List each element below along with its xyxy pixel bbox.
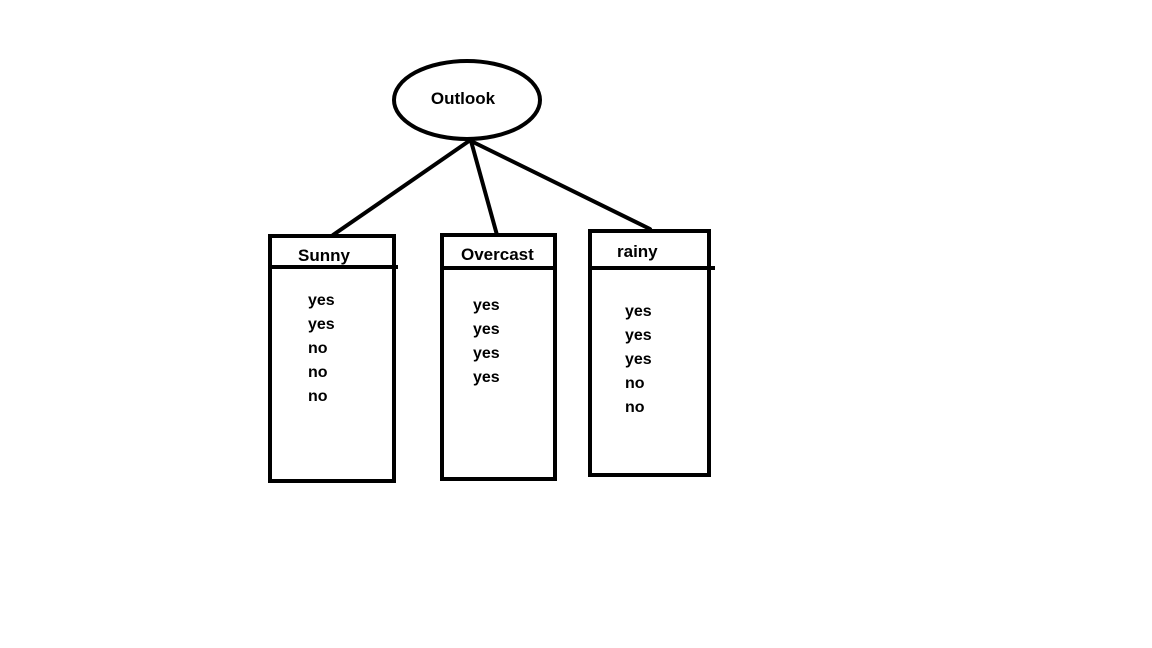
branch-box-outline <box>588 229 711 477</box>
branch-value: yes <box>625 303 652 320</box>
branch-value: no <box>308 340 328 357</box>
root-label: Outlook <box>431 89 496 108</box>
branch-value: yes <box>625 351 652 368</box>
branch-header-label: rainy <box>617 242 658 261</box>
edge-rainy <box>469 139 652 231</box>
edges <box>331 139 652 237</box>
branch-value: yes <box>473 345 500 362</box>
branch-box-rainy: rainy yes yes yes no no <box>588 229 715 477</box>
branch-box-outline <box>268 234 396 483</box>
branch-value: yes <box>308 316 335 333</box>
branch-value: no <box>308 364 328 381</box>
branch-value: yes <box>625 327 652 344</box>
branch-value: no <box>625 375 645 392</box>
branch-box-overcast: Overcast yes yes yes yes <box>440 233 557 481</box>
branch-value: yes <box>473 369 500 386</box>
edge-sunny <box>331 139 471 237</box>
branch-box-outline <box>440 233 557 481</box>
branch-value: yes <box>473 297 500 314</box>
root-ellipse <box>392 59 542 141</box>
branch-value: no <box>308 388 328 405</box>
branch-value: yes <box>473 321 500 338</box>
root-node: Outlook <box>392 59 542 141</box>
branch-box-sunny: Sunny yes yes no no no <box>268 234 398 483</box>
branch-header-label: Overcast <box>461 245 534 264</box>
branch-value: no <box>625 399 645 416</box>
branch-value: yes <box>308 292 335 309</box>
branch-header-label: Sunny <box>298 246 350 265</box>
edge-overcast <box>469 139 499 237</box>
